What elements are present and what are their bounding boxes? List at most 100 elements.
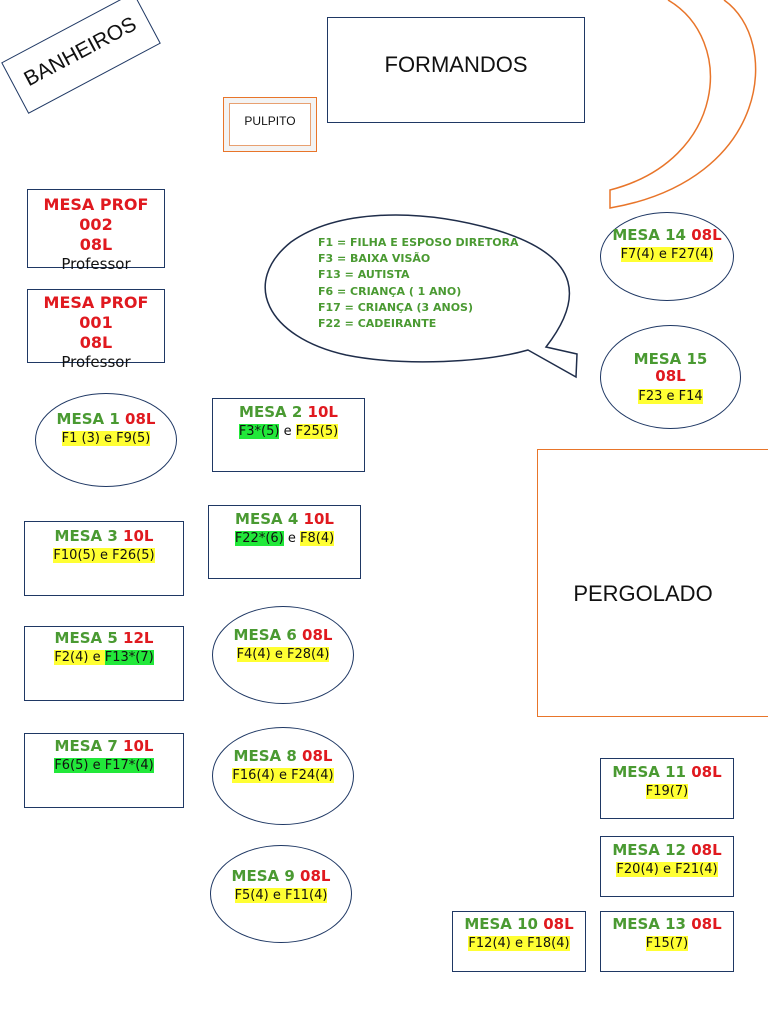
table-mesa-3: MESA 3 10L F10(5) e F26(5) <box>24 521 184 596</box>
family-group: e <box>283 531 301 547</box>
table-capacity: 08L <box>691 915 722 933</box>
table-families: F12(4) e F18(4) <box>468 936 570 952</box>
family-group: F23 e F14 <box>638 388 703 404</box>
family-group: F2(4) e <box>54 650 105 666</box>
table-mesa-8: MESA 8 08L F16(4) e F24(4) <box>212 727 354 825</box>
table-families: F4(4) e F28(4) <box>236 647 330 663</box>
table-title: MESA 1 08L <box>36 410 176 428</box>
legend-bubble <box>264 214 578 379</box>
table-families: F6(5) e F17*(4) <box>54 758 154 774</box>
table-name: MESA 5 <box>54 629 118 647</box>
table-families: F19(7) <box>645 784 689 800</box>
table-title: MESA 14 08L <box>601 226 733 244</box>
family-group: F12(4) e F18(4) <box>468 936 570 952</box>
banheiros-box: BANHEIROS <box>1 0 161 114</box>
family-group: F19(7) <box>645 784 689 800</box>
formandos-label: FORMANDOS <box>384 52 528 77</box>
table-title: MESA 4 10L <box>209 510 360 528</box>
table-name: MESA 7 <box>54 737 118 755</box>
formandos-box: FORMANDOS <box>327 17 585 123</box>
table-mesa-4: MESA 4 10L F22*(6) e F8(4) <box>208 505 361 579</box>
table-capacity: 08L <box>300 867 331 885</box>
pergolado-label: PERGOLADO <box>573 581 713 606</box>
table-capacity: 08L <box>691 763 722 781</box>
family-group: F8(4) <box>300 531 335 547</box>
family-group: F15(7) <box>645 936 689 952</box>
pulpito-box: PULPITO <box>223 97 317 152</box>
prof-table-role: Professor <box>61 353 131 371</box>
family-group: F1 (3) e F9(5) <box>61 431 151 447</box>
table-mesa-12: MESA 12 08L F20(4) e F21(4) <box>600 836 734 897</box>
table-title: MESA 5 12L <box>25 629 183 647</box>
prof-table-capacity: 08L <box>79 333 113 352</box>
table-capacity: 10L <box>307 403 338 421</box>
table-name: MESA 11 <box>612 763 686 781</box>
table-title: MESA 7 10L <box>25 737 183 755</box>
table-families: F7(4) e F27(4) <box>620 247 714 263</box>
table-capacity: 08L <box>543 915 574 933</box>
table-capacity: 10L <box>303 510 334 528</box>
table-mesa-1: MESA 1 08L F1 (3) e F9(5) <box>35 393 177 487</box>
family-group: F22*(6) <box>234 531 284 547</box>
family-group: F5(4) e F11(4) <box>234 888 328 904</box>
family-group: F7(4) e F27(4) <box>620 247 714 263</box>
table-families: F15(7) <box>645 936 689 952</box>
table-families: F20(4) e F21(4) <box>616 862 718 878</box>
table-families: F3*(5) e F25(5) <box>238 424 339 440</box>
legend-item: F1 = FILHA E ESPOSO DIRETORA <box>318 236 519 249</box>
prof-table-001: MESA PROF 001 08L Professor <box>27 289 165 371</box>
table-mesa-14: MESA 14 08L F7(4) e F27(4) <box>600 212 734 301</box>
table-title: MESA 11 08L <box>601 763 733 781</box>
pergolado-box <box>537 449 768 717</box>
family-group: F4(4) e F28(4) <box>236 647 330 663</box>
table-title: MESA 13 08L <box>601 915 733 933</box>
table-name: MESA 2 <box>239 403 303 421</box>
table-capacity: 08L <box>302 747 333 765</box>
prof-table-002: MESA PROF 002 08L Professor <box>27 189 165 273</box>
table-title: MESA 8 08L <box>213 747 353 765</box>
table-title: MESA 15 08L <box>601 350 740 386</box>
table-families: F23 e F14 <box>638 388 703 405</box>
legend-item: F6 = CRIANÇA ( 1 ANO) <box>318 284 462 298</box>
table-capacity: 08L <box>691 841 722 859</box>
table-capacity: 08L <box>655 367 686 386</box>
table-families: F16(4) e F24(4) <box>232 768 334 784</box>
table-families: F2(4) e F13*(7) <box>54 650 154 666</box>
table-title: MESA 10 08L <box>453 915 585 933</box>
table-name: MESA 15 <box>633 350 708 368</box>
table-families: F5(4) e F11(4) <box>234 888 328 904</box>
banheiros-label: BANHEIROS <box>20 12 141 91</box>
prof-table-capacity: 08L <box>79 235 113 254</box>
table-mesa-15: MESA 15 08L F23 e F14 <box>600 325 741 429</box>
prof-table-title: MESA PROF 002 <box>43 195 149 234</box>
table-mesa-9: MESA 9 08L F5(4) e F11(4) <box>210 845 352 943</box>
table-name: MESA 13 <box>612 915 686 933</box>
table-capacity: 08L <box>302 626 333 644</box>
family-group: F16(4) e F24(4) <box>232 768 334 784</box>
table-title: MESA 9 08L <box>211 867 351 885</box>
table-name: MESA 12 <box>612 841 686 859</box>
pulpito-label: PULPITO <box>244 114 296 128</box>
arc-decoration <box>609 0 757 209</box>
table-name: MESA 14 <box>612 226 686 244</box>
table-title: MESA 12 08L <box>601 841 733 859</box>
table-title: MESA 3 10L <box>25 527 183 545</box>
table-capacity: 10L <box>123 527 154 545</box>
table-name: MESA 6 <box>233 626 297 644</box>
table-name: MESA 10 <box>464 915 538 933</box>
family-group: F20(4) e F21(4) <box>616 862 718 878</box>
table-mesa-7: MESA 7 10L F6(5) e F17*(4) <box>24 733 184 808</box>
table-mesa-5: MESA 5 12L F2(4) e F13*(7) <box>24 626 184 701</box>
family-group: F6(5) e F17*(4) <box>54 758 154 774</box>
family-group: F13*(7) <box>104 650 154 666</box>
table-families: F1 (3) e F9(5) <box>61 431 151 447</box>
table-name: MESA 3 <box>54 527 118 545</box>
table-capacity: 08L <box>691 226 722 244</box>
table-capacity: 08L <box>125 410 156 428</box>
table-name: MESA 1 <box>56 410 120 428</box>
legend-list: F1 = FILHA E ESPOSO DIRETORA F3 = BAIXA … <box>318 235 558 332</box>
family-group: F10(5) e F26(5) <box>53 548 155 564</box>
table-capacity: 12L <box>123 629 154 647</box>
table-families: F10(5) e F26(5) <box>53 548 155 564</box>
